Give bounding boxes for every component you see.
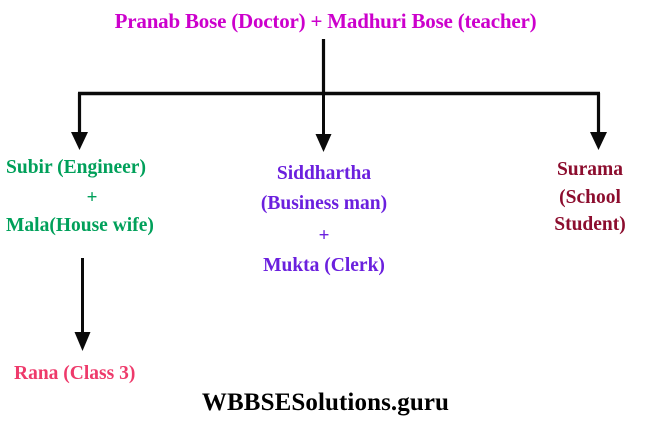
child-node-surama: Surama (School Student) [529, 156, 651, 239]
root-couple-label: Pranab Bose (Doctor) + Madhuri Bose (tea… [114, 9, 537, 33]
child-node-subir: Subir (Engineer) + Mala(House wife) [6, 156, 178, 238]
child-surama-occupation-line-1: (School [559, 186, 621, 208]
child-subir-name-line: Subir (Engineer) [6, 157, 146, 178]
right-child-arrowhead [590, 132, 607, 150]
left-child-arrowhead [71, 132, 88, 150]
grandchild-node-rana: Rana (Class 3) [14, 363, 136, 384]
child-siddhartha-plus-symbol: + [318, 224, 330, 246]
grandchild-arrowhead [74, 332, 91, 351]
child-surama-name-line: Surama [556, 159, 624, 180]
watermark-text: WBBSESolutions.guru [201, 389, 450, 416]
child-node-siddhartha: Siddhartha (Business man) + Mukta (Clerk… [213, 162, 435, 278]
child-subir-spouse-line: Mala(House wife) [6, 214, 154, 236]
child-surama-occupation-line-2: Student) [554, 214, 626, 236]
child-siddhartha-occupation-line: (Business man) [260, 192, 388, 214]
child-subir-plus-symbol: + [86, 186, 98, 208]
child-siddhartha-name-line: Siddhartha [276, 163, 372, 184]
child-siddhartha-spouse-line: Mukta (Clerk) [263, 254, 385, 276]
middle-child-arrowhead [315, 134, 332, 152]
